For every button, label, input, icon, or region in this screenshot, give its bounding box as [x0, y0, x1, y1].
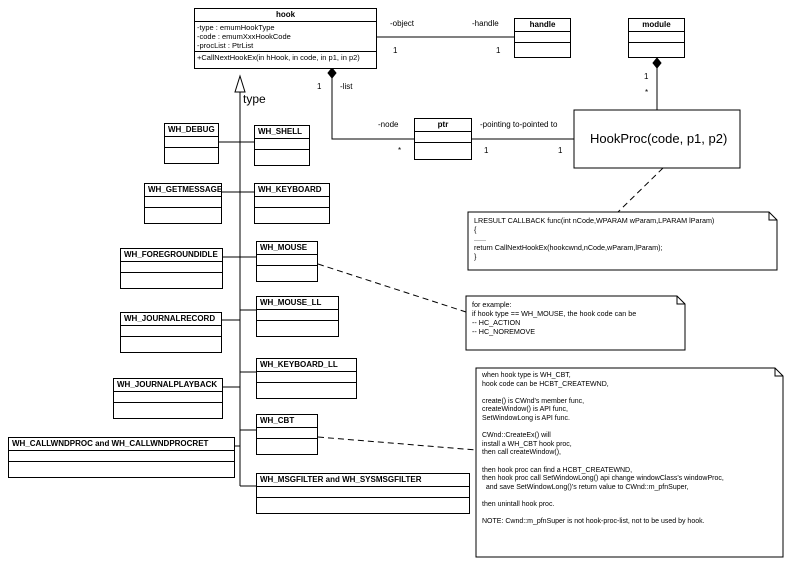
handle-class[interactable]: handle: [514, 18, 571, 58]
handle-multiplicity: 1: [496, 46, 501, 55]
cbt-note-shape: [475, 367, 784, 558]
list-multiplicity: 1: [317, 82, 322, 91]
object-multiplicity: 1: [393, 46, 398, 55]
subclass-op-section: [257, 498, 469, 508]
subclass-attr-section: [255, 139, 309, 150]
module-op-section: [629, 43, 684, 53]
object-role-label: -object: [390, 19, 415, 28]
module-multiplicity-top: 1: [644, 72, 649, 81]
subclass-op-section: [121, 337, 221, 347]
subclass-op-section: [121, 273, 222, 283]
subclass-name: WH_MOUSE: [257, 242, 317, 255]
subclass-op-section: [165, 148, 218, 158]
subclass-name: WH_MSGFILTER and WH_SYSMSGFILTER: [257, 474, 469, 487]
hookproc-signature: HookProc(code, p1, p2): [590, 131, 728, 146]
subclass-op-section: [257, 383, 356, 393]
subclass-wh-callwndproc[interactable]: WH_CALLWNDPROC and WH_CALLWNDPROCRET: [8, 437, 235, 478]
subclass-attr-section: [257, 310, 338, 321]
ptr-multiplicity: 1: [484, 146, 489, 155]
subclass-attr-section: [255, 197, 329, 208]
subclass-name: WH_JOURNALPLAYBACK: [114, 379, 222, 392]
mouse-note: for example: if hook type == WH_MOUSE, t…: [472, 300, 637, 336]
module-attr-section: [629, 32, 684, 43]
ptr-class[interactable]: ptr: [414, 118, 472, 160]
subclass-op-section: [255, 150, 309, 160]
callback-note-shape: [467, 211, 778, 271]
subclass-name: WH_CBT: [257, 415, 317, 428]
proc-multiplicity: 1: [558, 146, 563, 155]
subclass-wh-mouse-ll[interactable]: WH_MOUSE_LL: [256, 296, 339, 337]
subclass-attr-section: [165, 137, 218, 148]
mouse-note-shape: [465, 295, 686, 351]
hook-attributes: -type : emumHookType -code : emumXxxHook…: [195, 22, 376, 52]
hook-class-name: hook: [195, 9, 376, 22]
hook-operation: +CallNextHookEx(in hHook, in code, in p1…: [197, 53, 360, 62]
hook-attr-type: -type : emumHookType: [197, 23, 275, 32]
handle-class-name: handle: [515, 19, 570, 32]
hook-attr-proclist: -procList : PtrList: [197, 41, 254, 50]
handle-op-section: [515, 43, 570, 53]
subclass-op-section: [145, 208, 221, 218]
module-class[interactable]: module: [628, 18, 685, 58]
node-role-label: -node: [378, 120, 399, 129]
subclass-attr-section: [145, 197, 221, 208]
pointing-role-label: -pointing to-pointed to: [480, 120, 558, 129]
subclass-attr-section: [114, 392, 222, 403]
subclass-attr-section: [257, 428, 317, 439]
subclass-name: WH_GETMESSAGE: [145, 184, 221, 197]
subclass-wh-shell[interactable]: WH_SHELL: [254, 125, 310, 166]
subclass-op-section: [257, 439, 317, 449]
subclass-attr-section: [9, 451, 234, 462]
subclass-wh-debug[interactable]: WH_DEBUG: [164, 123, 219, 164]
handle-attr-section: [515, 32, 570, 43]
subclass-wh-getmessage[interactable]: WH_GETMESSAGE: [144, 183, 222, 224]
subclass-name: WH_DEBUG: [165, 124, 218, 137]
ptr-attr-section: [415, 132, 471, 143]
subclass-wh-cbt[interactable]: WH_CBT: [256, 414, 318, 455]
subclass-name: WH_CALLWNDPROC and WH_CALLWNDPROCRET: [9, 438, 234, 451]
subclass-name: WH_KEYBOARD_LL: [257, 359, 356, 372]
subclass-wh-keyboard-ll[interactable]: WH_KEYBOARD_LL: [256, 358, 357, 399]
subclass-name: WH_FOREGROUNDIDLE: [121, 249, 222, 262]
subclass-attr-section: [121, 326, 221, 337]
subclass-wh-keyboard[interactable]: WH_KEYBOARD: [254, 183, 330, 224]
subclass-op-section: [257, 321, 338, 331]
subclass-op-section: [114, 403, 222, 413]
subclass-attr-section: [257, 255, 317, 266]
subclass-op-section: [257, 266, 317, 276]
hookproc-box: [573, 109, 741, 169]
subclass-wh-msgfilter[interactable]: WH_MSGFILTER and WH_SYSMSGFILTER: [256, 473, 470, 514]
handle-role-label: -handle: [472, 19, 499, 28]
node-multiplicity: *: [398, 146, 402, 155]
module-class-name: module: [629, 19, 684, 32]
subclass-wh-journalrecord[interactable]: WH_JOURNALRECORD: [120, 312, 222, 353]
subclass-wh-journalplayback[interactable]: WH_JOURNALPLAYBACK: [113, 378, 223, 419]
ptr-class-name: ptr: [415, 119, 471, 132]
subclass-name: WH_KEYBOARD: [255, 184, 329, 197]
subclass-op-section: [255, 208, 329, 218]
list-role-label: -list: [340, 82, 353, 91]
subclass-attr-section: [257, 372, 356, 383]
subclass-attr-section: [121, 262, 222, 273]
callback-note: LRESULT CALLBACK func(int nCode,WPARAM w…: [474, 216, 715, 261]
hook-class[interactable]: hook -type : emumHookType -code : emumXx…: [194, 8, 377, 69]
ptr-op-section: [415, 143, 471, 153]
cbt-note: when hook type is WH_CBT, hook code can …: [482, 372, 724, 526]
subclass-wh-mouse[interactable]: WH_MOUSE: [256, 241, 318, 282]
hook-attr-code: -code : emumXxxHookCode: [197, 32, 291, 41]
subclass-name: WH_SHELL: [255, 126, 309, 139]
subclass-name: WH_MOUSE_LL: [257, 297, 338, 310]
subclass-name: WH_JOURNALRECORD: [121, 313, 221, 326]
type-label: type: [243, 92, 266, 106]
subclass-op-section: [9, 462, 234, 472]
subclass-wh-foregroundidle[interactable]: WH_FOREGROUNDIDLE: [120, 248, 223, 289]
module-multiplicity-bottom: *: [645, 88, 649, 97]
subclass-attr-section: [257, 487, 469, 498]
